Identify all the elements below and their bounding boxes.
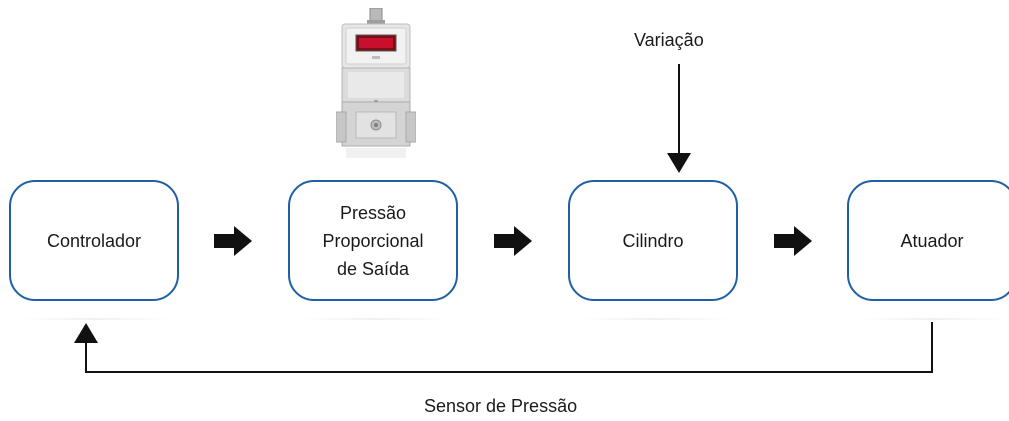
node-atuador: Atuador xyxy=(847,180,1009,301)
right-arrow-icon xyxy=(494,226,532,256)
pressure-regulator-device-image xyxy=(336,8,416,158)
node-cilindro: Cilindro xyxy=(568,180,738,301)
right-arrow-icon xyxy=(214,226,252,256)
box-reflection xyxy=(20,318,170,320)
right-arrow-icon xyxy=(774,226,812,256)
node-label: Controlador xyxy=(46,230,142,251)
node-pressao-proporcional: Pressão Proporcional de Saída xyxy=(288,180,458,301)
node-label: Cilindro xyxy=(622,230,684,251)
feedback-line xyxy=(74,322,933,373)
box-reflection xyxy=(580,318,730,320)
sensor-label: Sensor de Pressão xyxy=(424,396,578,416)
box-reflection xyxy=(300,318,450,320)
node-label: Atuador xyxy=(900,230,964,251)
box-reflection xyxy=(858,318,1008,320)
variacao-label: Variação xyxy=(634,30,704,50)
node-label: Pressão Proporcional de Saída xyxy=(322,202,424,279)
node-controlador: Controlador xyxy=(9,180,179,301)
